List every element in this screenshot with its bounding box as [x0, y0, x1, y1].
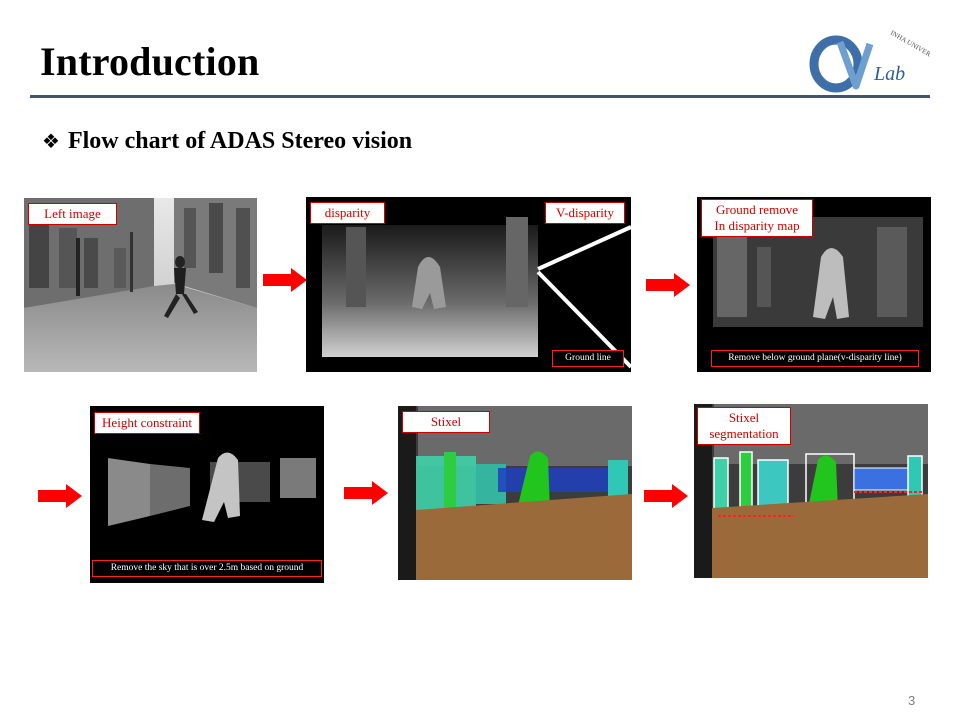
left-image-label: Left image [28, 203, 117, 225]
ground-remove-label: Ground remove In disparity map [701, 199, 813, 237]
slide-title: Introduction [40, 39, 260, 84]
section-heading-text: Flow chart of ADAS Stereo vision [67, 128, 413, 154]
arrow-right-icon [644, 484, 688, 508]
diamond-bullet-icon: ❖ [42, 129, 60, 153]
ground-line-caption: Ground line [552, 350, 624, 367]
height-constraint-image [90, 406, 324, 583]
cv-lab-logo: Lab INHA UNIVERSITY [806, 14, 946, 96]
disparity-panel: disparity V-disparity Ground line [306, 197, 631, 372]
title-divider [30, 95, 930, 98]
section-heading: ❖ Flow chart of ADAS Stereo vision [42, 128, 412, 155]
stixel-segmentation-label: Stixel segmentation [697, 407, 791, 445]
svg-text:Lab: Lab [873, 63, 905, 85]
stixel-panel: Stixel [398, 406, 632, 580]
stixel-segmentation-label-line1: Stixel [728, 410, 760, 425]
arrow-right-icon [646, 273, 690, 297]
arrow-right-icon [344, 481, 388, 505]
arrow-right-icon [263, 268, 307, 292]
left-image-panel: Left image [24, 198, 257, 372]
height-constraint-label: Height constraint [94, 412, 200, 434]
height-constraint-caption: Remove the sky that is over 2.5m based o… [92, 560, 322, 577]
stixel-segmentation-panel: Stixel segmentation [694, 404, 928, 578]
disparity-label: disparity [310, 202, 385, 224]
svg-text:INHA UNIVERSITY: INHA UNIVERSITY [889, 29, 930, 66]
disparity-map-image [306, 197, 631, 372]
arrow-right-icon [38, 484, 82, 508]
ground-remove-panel: Ground remove In disparity map Remove be… [697, 197, 931, 372]
ground-remove-label-line1: Ground remove [716, 202, 798, 217]
ground-remove-caption: Remove below ground plane(v-disparity li… [711, 350, 919, 367]
ground-remove-label-line2: In disparity map [714, 218, 800, 233]
page-number: 3 [908, 693, 916, 708]
stixel-label: Stixel [402, 411, 490, 433]
height-constraint-panel: Height constraint Remove the sky that is… [90, 406, 324, 583]
street-photo [24, 198, 257, 372]
stixel-segmentation-label-line2: segmentation [709, 426, 779, 441]
v-disparity-label: V-disparity [545, 202, 625, 224]
stixel-image [398, 406, 632, 580]
